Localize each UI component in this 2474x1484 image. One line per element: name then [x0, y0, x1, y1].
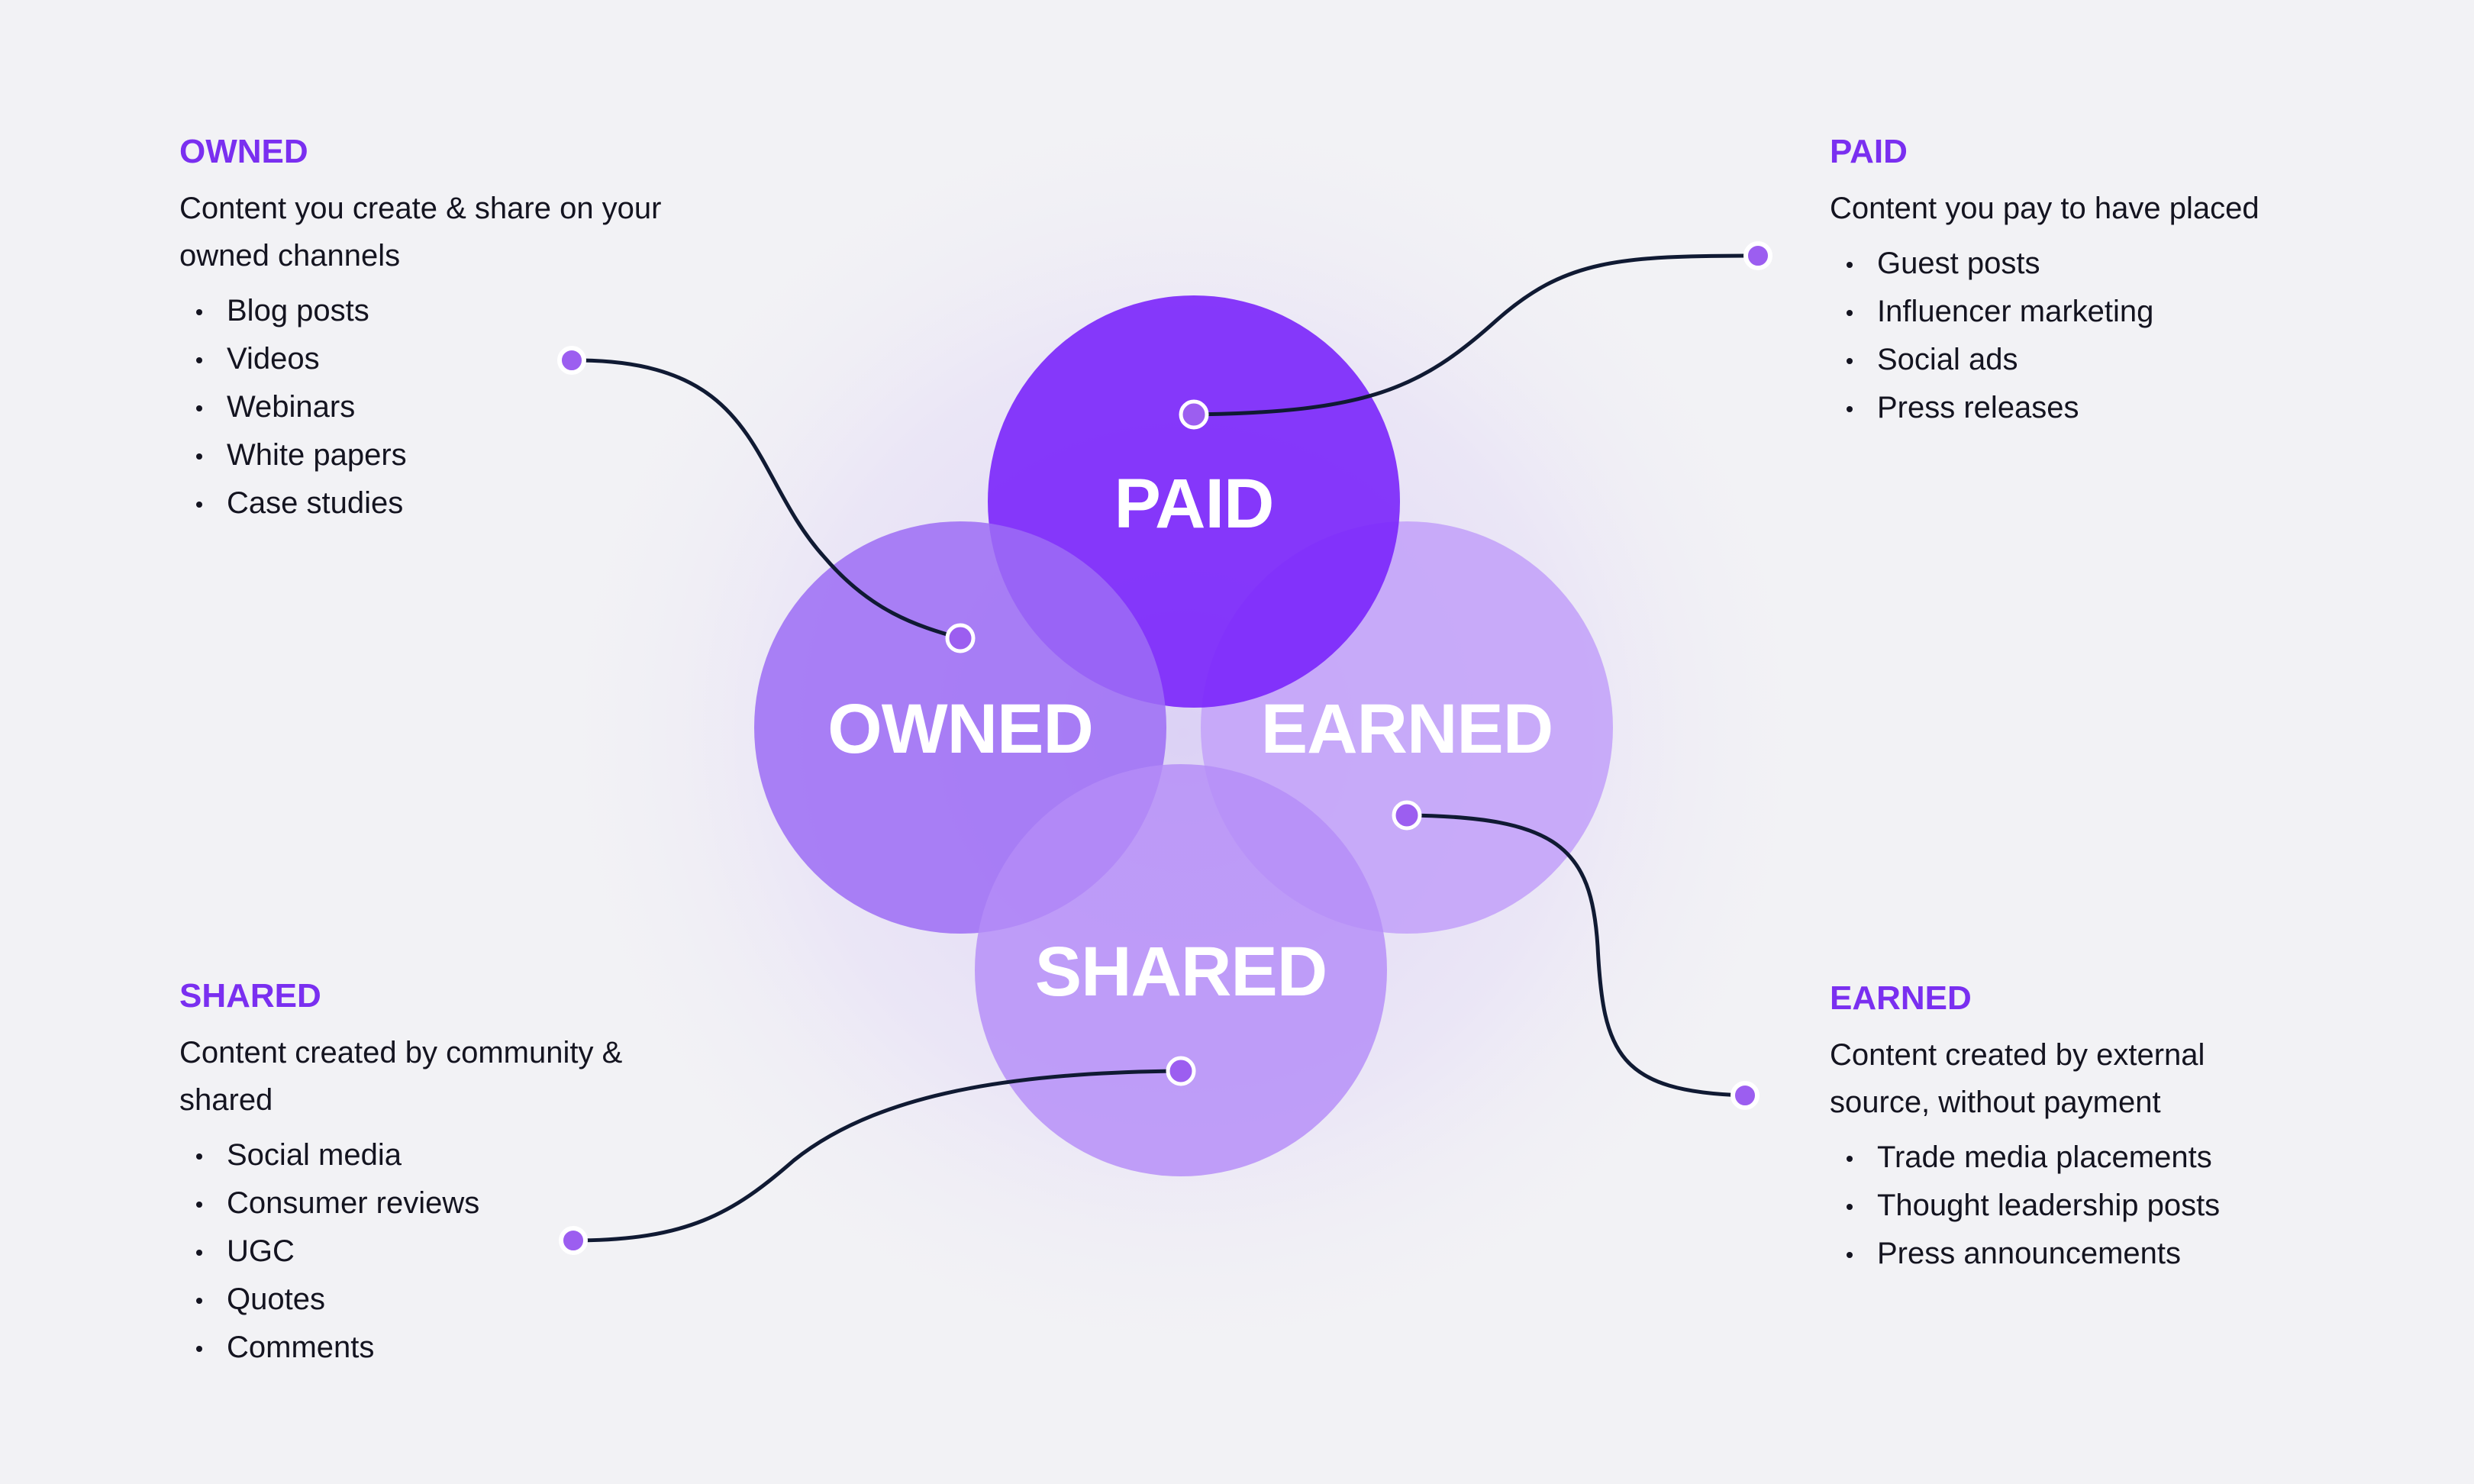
earned-panel-title: EARNED — [1830, 979, 1972, 1017]
owned-panel: OWNED Content you create & share on your… — [179, 133, 760, 527]
shared-connector-line — [571, 1069, 1183, 1243]
shared-panel: SHARED Content created by community & sh… — [179, 977, 760, 1372]
paid-marker — [1179, 399, 1209, 430]
list-item: Comments — [179, 1324, 760, 1372]
list-item: Webinars — [179, 383, 760, 431]
list-item: Trade media placements — [1830, 1134, 2410, 1182]
owned-panel-title: OWNED — [179, 133, 308, 170]
earned-end-dot — [1731, 1081, 1760, 1110]
list-item: Thought leadership posts — [1830, 1182, 2410, 1230]
owned-item-list: Blog posts Videos Webinars White papers … — [179, 287, 760, 527]
list-item: Case studies — [179, 479, 760, 527]
list-item: Consumer reviews — [179, 1179, 760, 1228]
paid-connector-line — [1192, 253, 1760, 417]
background-glow — [527, 76, 1840, 1389]
list-item: White papers — [179, 431, 760, 479]
paid-end-dot — [1743, 241, 1772, 270]
earned-circle-label: EARNED — [1261, 690, 1553, 768]
owned-circle-label: OWNED — [827, 690, 1093, 768]
list-item: Videos — [179, 335, 760, 383]
venn-circles — [754, 295, 1613, 1176]
owned-marker — [945, 623, 976, 653]
list-item: Social ads — [1830, 336, 2410, 384]
paid-panel-description: Content you pay to have placed — [1830, 192, 2260, 225]
earned-marker — [1392, 800, 1422, 831]
list-item: Influencer marketing — [1830, 288, 2410, 336]
paid-panel-title: PAID — [1830, 133, 1908, 170]
owned-connector-line — [569, 358, 963, 640]
shared-panel-title: SHARED — [179, 977, 321, 1015]
earned-item-list: Trade media placements Thought leadershi… — [1830, 1134, 2410, 1278]
shared-panel-description: Content created by community & shared — [179, 1036, 623, 1117]
owned-end-dot — [557, 346, 586, 375]
earned-connector-line — [1405, 813, 1747, 1098]
paid-item-list: Guest posts Influencer marketing Social … — [1830, 240, 2410, 432]
shared-circle-label: SHARED — [1035, 933, 1327, 1011]
earned-panel: EARNED Content created by external sourc… — [1830, 979, 2410, 1278]
list-item: Press releases — [1830, 384, 2410, 432]
list-item: Guest posts — [1830, 240, 2410, 288]
shared-marker — [1166, 1056, 1196, 1086]
shared-end-dot — [559, 1226, 588, 1255]
shared-item-list: Social media Consumer reviews UGC Quotes… — [179, 1131, 760, 1372]
list-item: Quotes — [179, 1276, 760, 1324]
owned-panel-description: Content you create & share on your owned… — [179, 192, 662, 273]
paid-panel: PAID Content you pay to have placed Gues… — [1830, 133, 2410, 432]
list-item: Press announcements — [1830, 1230, 2410, 1278]
list-item: Social media — [179, 1131, 760, 1179]
list-item: UGC — [179, 1228, 760, 1276]
earned-panel-description: Content created by external source, with… — [1830, 1038, 2205, 1119]
list-item: Blog posts — [179, 287, 760, 335]
paid-circle-label: PAID — [1114, 465, 1274, 543]
